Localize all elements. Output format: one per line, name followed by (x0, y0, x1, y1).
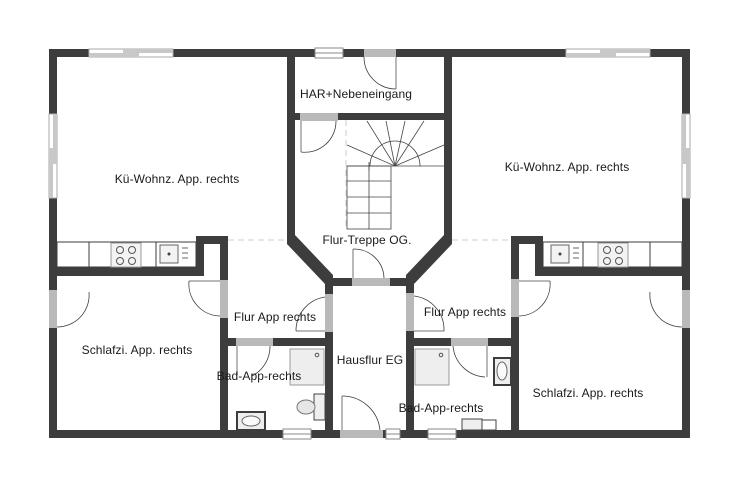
staircase (346, 120, 445, 230)
window-bath-left-bottom (282, 428, 312, 440)
room-label-bedroom-left: Schlafzi. App. rechts (81, 343, 193, 357)
room-label-hall-left: Flur App rechts (233, 310, 317, 324)
windows (48, 47, 691, 440)
door-left-hall-to-hausflur (295, 294, 333, 332)
stove-icon (116, 246, 136, 265)
window-kitchen-right-side (681, 113, 691, 199)
door-left-bedroom (188, 280, 228, 318)
door-right-bedroom-balcony (649, 290, 690, 328)
room-label-hall-right: Flur App rechts (423, 305, 507, 319)
door-left-bath (236, 338, 273, 377)
room-label-bath-left: Bad-App-rechts (216, 369, 302, 383)
room-label-utility-side-entrance: HAR+Nebeneingang (299, 87, 413, 101)
stove-icon (603, 246, 623, 265)
room-label-kitchen-living-left: Kü-Wohnz. App. rechts (114, 172, 240, 186)
door-side-entrance (363, 49, 397, 90)
room-label-kitchen-living-right: Kü-Wohnz. App. rechts (504, 160, 630, 174)
door-main-entrance (340, 395, 383, 438)
bath-right-fixtures (414, 348, 512, 431)
door-right-bath (451, 338, 488, 378)
window-bath-right-bottom (427, 428, 457, 440)
shower-tray-icon (414, 348, 450, 386)
room-label-entrance-hall: Hausflur EG (336, 353, 404, 367)
toilet-icon (296, 399, 316, 415)
window-kitchen-left-side (48, 113, 58, 199)
door-right-bedroom (511, 279, 551, 317)
kitchen-left (56, 241, 197, 268)
winder-steps (346, 120, 445, 167)
room-label-bath-right: Bad-App-rechts (398, 401, 484, 415)
door-right-hall-to-hausflur (406, 293, 445, 332)
window-hausflur-bottom (385, 428, 401, 440)
door-stairhall-hausflur (352, 248, 390, 286)
toilet-tank-icon (313, 393, 326, 421)
door-left-bedroom-balcony (49, 290, 90, 328)
bath-left-fixtures (236, 348, 326, 431)
doors (49, 49, 690, 438)
kitchen-right (542, 241, 683, 268)
sink-small-icon (461, 418, 483, 431)
room-label-bedroom-right: Schlafzi. App. rechts (532, 386, 644, 400)
room-label-stair-hall: Flur-Treppe OG. (322, 233, 412, 247)
window-kitchen-left-top (88, 48, 174, 58)
door-har-stairhall (300, 113, 338, 153)
window-har-top (314, 47, 344, 59)
window-kitchen-right-top (565, 48, 651, 58)
room-boundary-dashed (228, 120, 511, 241)
